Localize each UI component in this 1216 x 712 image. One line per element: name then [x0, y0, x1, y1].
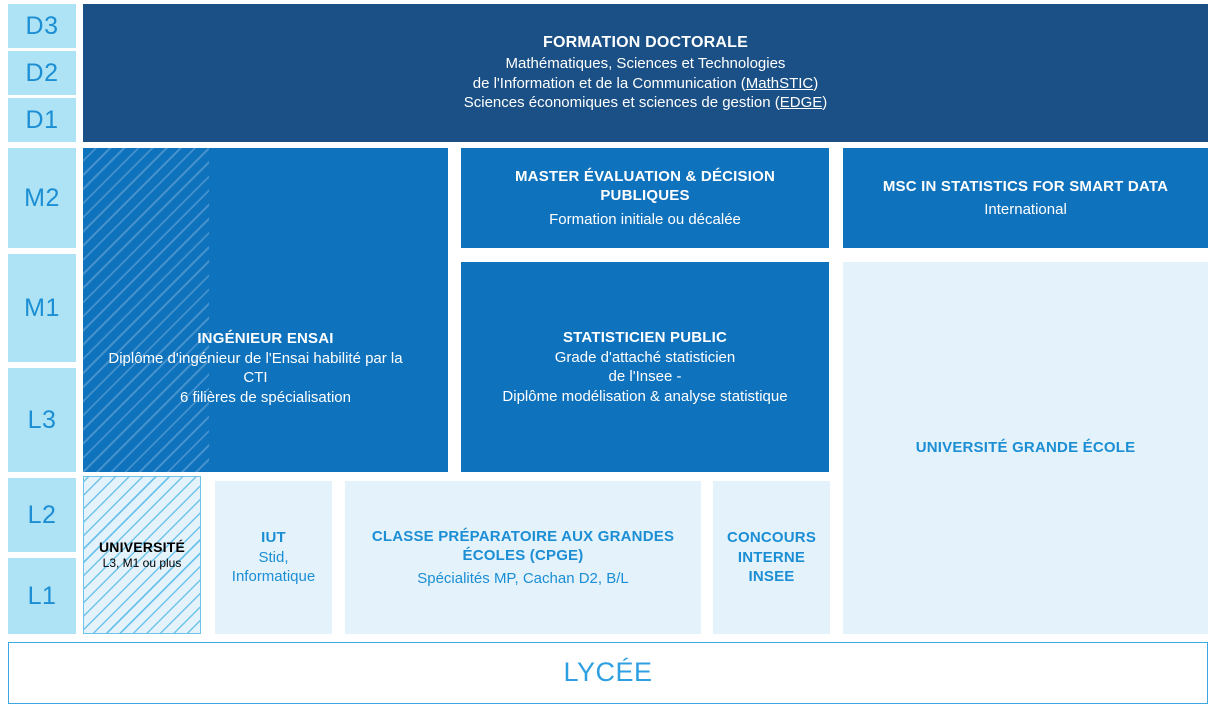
ensai-title: INGÉNIEUR ENSAI	[197, 330, 334, 347]
msc-smart-data-box[interactable]: MSC IN STATISTICS FOR SMART DATA Interna…	[843, 148, 1208, 248]
level-label: M1	[24, 293, 60, 322]
master-eval-subtitle: Formation initiale ou décalée	[549, 210, 741, 228]
level-label: L2	[27, 500, 57, 529]
mathstic-link[interactable]: MathSTIC	[745, 74, 814, 92]
statisticien-title: STATISTICIEN PUBLIC	[562, 329, 728, 346]
level-badge-l1: L1	[8, 558, 76, 634]
cpge-title: CLASSE PRÉPARATOIRE AUX GRANDES ÉCOLES (…	[371, 527, 675, 565]
doctoral-line-2: de l'Information et de la Communication …	[464, 74, 828, 94]
level-label: L3	[27, 405, 57, 434]
iut-line-1: Stid,	[258, 548, 289, 566]
lycee-box[interactable]: LYCÉE	[8, 642, 1208, 704]
level-label: D2	[25, 58, 59, 87]
doctoral-line-2-suffix: )	[813, 74, 819, 92]
master-eval-title: MASTER ÉVALUATION & DÉCISION PUBLIQUES	[514, 167, 776, 205]
doctoral-line-3-suffix: )	[822, 94, 828, 112]
concours-interne-insee-box[interactable]: CONCOURS INTERNE INSEE	[713, 481, 830, 634]
statisticien-line-3: Diplôme modélisation & analyse statistiq…	[502, 387, 788, 405]
doctoral-line-1: Mathématiques, Sciences et Technologies	[505, 55, 786, 73]
statisticien-line-2: de l'Insee -	[608, 368, 682, 385]
ingenieur-ensai-box[interactable]: INGÉNIEUR ENSAI Diplôme d'ingénieur de l…	[83, 148, 448, 472]
level-badge-l3: L3	[8, 368, 76, 472]
level-badge-m2: M2	[8, 148, 76, 248]
universite-grande-ecole-box[interactable]: UNIVERSITÉ GRANDE ÉCOLE	[843, 262, 1208, 634]
iut-line-2: Informatique	[231, 568, 316, 586]
doctoral-title: FORMATION DOCTORALE	[543, 34, 748, 52]
cpge-subtitle: Spécialités MP, Cachan D2, B/L	[417, 569, 629, 587]
doctoral-line-3-prefix: Sciences économiques et sciences de gest…	[463, 94, 780, 112]
edge-link[interactable]: EDGE	[779, 94, 823, 112]
doctoral-line-2-prefix: de l'Information et de la Communication …	[472, 74, 746, 92]
level-label: D1	[25, 105, 59, 134]
level-badge-m1: M1	[8, 254, 76, 362]
doctoral-program-box[interactable]: FORMATION DOCTORALE Mathématiques, Scien…	[83, 4, 1208, 142]
msc-subtitle: International	[984, 201, 1067, 218]
universite-title: UNIVERSITÉ	[98, 539, 185, 556]
ensai-line-2: 6 filières de spécialisation	[180, 388, 351, 406]
lycee-label: LYCÉE	[563, 657, 653, 688]
msc-title: MSC IN STATISTICS FOR SMART DATA	[882, 177, 1169, 195]
statisticien-line-1: Grade d'attaché statisticien	[554, 348, 736, 366]
concours-title: CONCOURS INTERNE INSEE	[726, 529, 817, 586]
level-label: L1	[27, 581, 57, 610]
level-badge-l2: L2	[8, 478, 76, 552]
doctoral-line-3: Sciences économiques et sciences de gest…	[464, 93, 828, 113]
cpge-box[interactable]: CLASSE PRÉPARATOIRE AUX GRANDES ÉCOLES (…	[345, 481, 701, 634]
iut-box[interactable]: IUT Stid, Informatique	[215, 481, 332, 634]
statisticien-public-box[interactable]: STATISTICIEN PUBLIC Grade d'attaché stat…	[461, 262, 829, 472]
uge-title: UNIVERSITÉ GRANDE ÉCOLE	[915, 439, 1136, 457]
level-badge-d2: D2	[8, 51, 76, 95]
level-badge-d3: D3	[8, 4, 76, 48]
level-badge-d1: D1	[8, 98, 76, 142]
ensai-line-1: Diplôme d'ingénieur de l'Ensai habilité …	[108, 349, 403, 387]
level-label: M2	[24, 183, 60, 212]
universite-hatched-box[interactable]: UNIVERSITÉ L3, M1 ou plus	[83, 476, 201, 634]
level-label: D3	[25, 11, 59, 40]
universite-subtitle: L3, M1 ou plus	[102, 556, 182, 571]
iut-title: IUT	[261, 529, 286, 547]
master-evaluation-decision-box[interactable]: MASTER ÉVALUATION & DÉCISION PUBLIQUES F…	[461, 148, 829, 248]
